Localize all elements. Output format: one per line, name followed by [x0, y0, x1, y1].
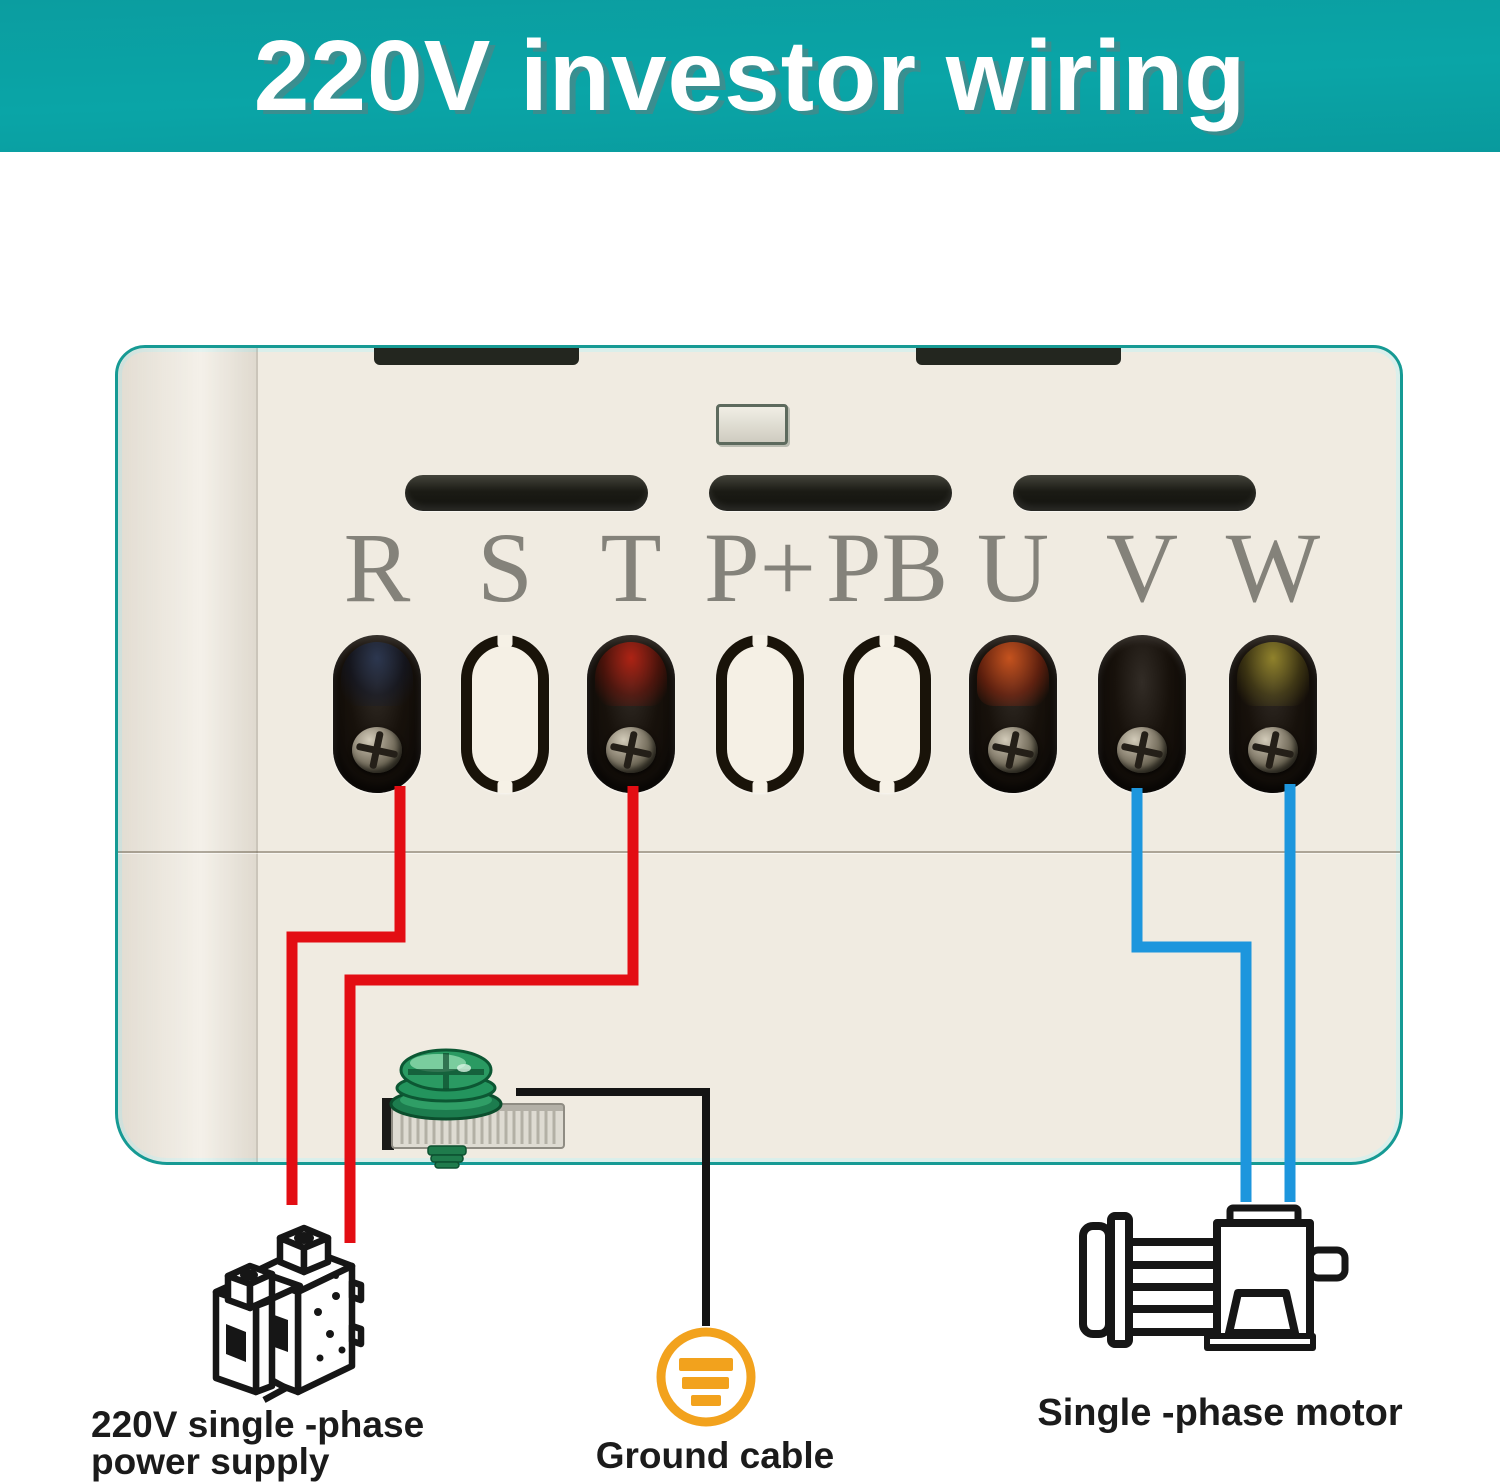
ground-cable-label: Ground cable — [595, 1435, 835, 1476]
power-supply-label-line1: 220V single -phase — [91, 1404, 425, 1445]
terminal-hole-U — [969, 635, 1057, 793]
power-supply-label-line2: power supply — [91, 1441, 330, 1482]
terminal-hole-PB — [843, 635, 931, 793]
indicator-led — [716, 404, 788, 445]
top-vent-slot-left — [374, 348, 579, 365]
terminal-label-W: W — [1225, 512, 1321, 623]
terminal-label-U: U — [976, 512, 1050, 623]
vent-slot-3 — [1013, 475, 1256, 511]
terminal-label-S: S — [477, 512, 533, 623]
header-banner: 220V investor wiring — [0, 0, 1500, 152]
terminal-label-V: V — [1105, 512, 1179, 623]
motor-label: Single -phase motor — [1037, 1392, 1403, 1434]
inverter-body: R S T P+ PB U V W — [115, 345, 1403, 1165]
terminal-label-P+: P+ — [703, 512, 816, 623]
page-title: 220V investor wiring — [253, 19, 1247, 132]
terminal-hole-W — [1229, 635, 1317, 793]
terminal-screw-icon — [988, 727, 1038, 773]
circuit-breaker-icon — [212, 1224, 365, 1403]
terminal-hole-S — [461, 635, 549, 793]
power-supply-label: 220V single -phase power supply — [91, 1406, 551, 1480]
terminal-label-PB: PB — [825, 512, 949, 623]
ground-symbol-icon — [656, 1327, 756, 1427]
terminal-hole-V — [1098, 635, 1186, 793]
top-vent-slot-right — [916, 348, 1121, 365]
vent-slot-1 — [405, 475, 648, 511]
terminal-screw-icon — [1248, 727, 1298, 773]
terminal-hole-R — [333, 635, 421, 793]
motor-icon — [1079, 1204, 1349, 1351]
terminal-label-R: R — [343, 512, 411, 623]
terminal-hole-T — [587, 635, 675, 793]
vent-slot-2 — [709, 475, 952, 511]
body-left-bevel — [118, 348, 258, 1162]
case-seam-line — [118, 851, 1400, 853]
terminal-screw-icon — [352, 727, 402, 773]
terminal-hole-P+ — [716, 635, 804, 793]
terminal-label-T: T — [600, 512, 662, 623]
terminal-screw-icon — [1117, 727, 1167, 773]
terminal-screw-icon — [606, 727, 656, 773]
